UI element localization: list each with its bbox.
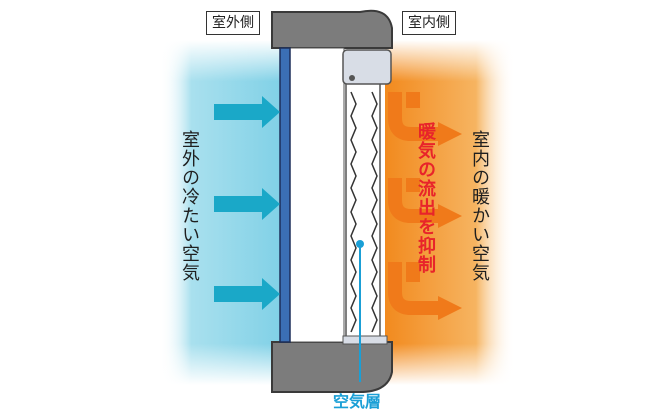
outdoor-side-label: 室外側 xyxy=(206,11,260,35)
cold-arrow-1 xyxy=(214,96,280,128)
air-layer-label: 空気層 xyxy=(333,392,382,411)
cold-arrow-2 xyxy=(214,188,280,220)
blind-bottom-rail xyxy=(342,335,388,345)
window-inner xyxy=(287,47,345,343)
indoor-side-label: 室内側 xyxy=(402,11,456,35)
cold-arrow-3 xyxy=(214,278,280,310)
pleated-blind-right xyxy=(371,91,378,333)
warm-u-arrow-3 xyxy=(388,262,440,315)
cold-air-label: 室外の冷たい空気 xyxy=(179,130,200,282)
glass-pane xyxy=(279,47,291,343)
window-frame-bottom xyxy=(271,341,393,393)
blind-head-knob xyxy=(349,75,355,81)
blind-head-box xyxy=(342,49,392,85)
suppress-heat-label: 暖気の流出を抑制 xyxy=(415,122,436,274)
warm-u-arrow-1 xyxy=(388,92,440,141)
warm-air-label: 室内の暖かい空気 xyxy=(469,130,490,282)
warm-u-arrow-2 xyxy=(388,178,440,223)
pleated-blind-left xyxy=(350,91,357,333)
window-frame-top xyxy=(271,9,393,49)
